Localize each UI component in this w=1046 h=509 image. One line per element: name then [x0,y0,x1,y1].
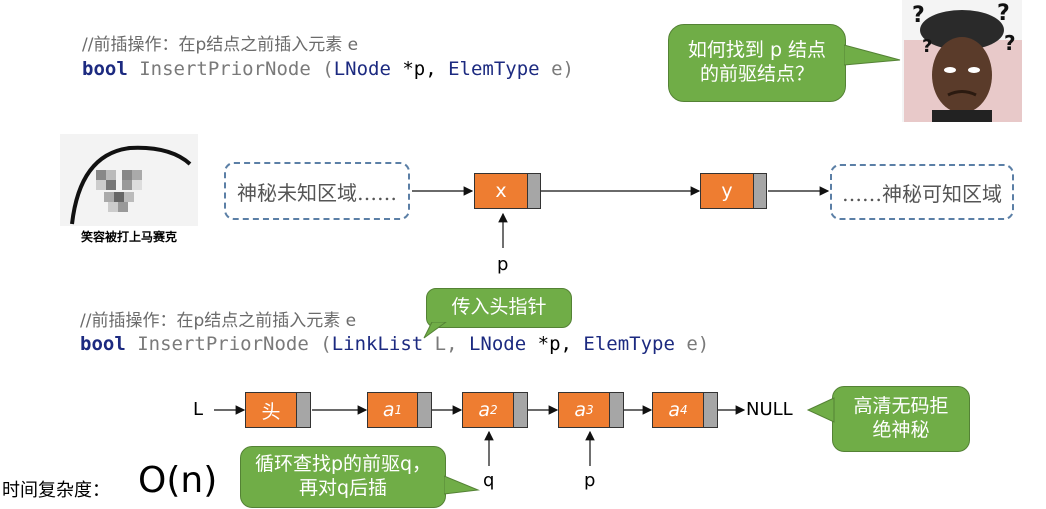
a3-sub: 3 [586,403,594,417]
a2-text: a [478,399,490,421]
bottom-code-line: bool InsertPriorNode (LinkList L, LNode … [80,333,709,355]
type-linklist: LinkList [331,333,424,355]
unknown-region-box: 神秘未知区域…… [224,162,410,220]
label-p: p [584,470,596,491]
bubble-top-tail [844,44,901,66]
confused-face-image: ? ? ? ? [902,0,1022,122]
label-L: L [193,399,204,420]
a1-sub: 1 [394,403,403,417]
unknown-region-label: 神秘未知区域…… [237,180,397,205]
mosaic-smiley-image [60,134,198,226]
bubble-pass-head: 传入头指针 [426,288,572,328]
param-L: L, [423,333,469,355]
bottom-comment: //前插操作：在p结点之前插入元素 e [80,311,357,331]
bubble-how-find-prior: 如何找到 p 结点的前驱结点？ [668,24,846,102]
fn-name: InsertPriorNode [139,58,311,80]
type-elemtype: ElemType [448,58,540,80]
node-y-next [754,173,767,209]
node-a1-next [418,392,432,428]
node-head-data: 头 [245,392,297,428]
bubble-hd-text: 高清无码拒绝神秘 [853,395,949,441]
type-elemtype-2: ElemType [583,333,675,355]
bubble-hd: 高清无码拒绝神秘 [832,386,970,452]
meme-caption: 笑容被打上马赛克 [80,230,177,244]
top-code-line: bool InsertPriorNode (LNode *p, ElemType… [82,58,574,80]
bubble-head-text: 传入头指针 [451,296,547,319]
param-p-2: *p, [526,333,584,355]
fn-name-2: InsertPriorNode [137,333,309,355]
paren-2: ( [308,333,332,355]
kw-bool-2: bool [80,333,126,355]
complexity-label: 时间复杂度： [2,480,110,501]
node-x: x [474,173,541,209]
svg-text:?: ? [922,36,932,57]
svg-text:?: ? [1004,31,1016,55]
known-region-label: ……神秘可知区域 [842,181,1002,206]
bubble-loop-text: 循环查找p的前驱q，再对q后插 [254,453,432,499]
node-a2-next [514,392,528,428]
param-e-2: e) [674,333,710,355]
bubble-head-tail [423,322,447,339]
node-x-data: x [474,173,528,209]
bubble-loop-tail [444,475,480,495]
type-lnode-2: LNode [468,333,527,355]
bubble-loop: 循环查找p的前驱q，再对q后插 [240,446,446,508]
node-a3-next [610,392,624,428]
paren: ( [310,58,334,80]
node-head: 头 [245,392,311,428]
known-region-box: ……神秘可知区域 [830,164,1014,220]
node-x-next [528,173,541,209]
top-comment: //前插操作：在p结点之前插入元素 e [82,35,359,55]
label-null: NULL [746,399,793,420]
param-p: *p, [390,58,449,80]
bubble-top-text: 如何找到 p 结点的前驱结点？ [687,39,827,85]
node-head-next [297,392,311,428]
a1-text: a [382,399,395,421]
a3-text: a [574,399,586,421]
kw-bool: bool [82,58,128,80]
type-lnode: LNode [333,58,391,80]
node-y-data: y [700,173,754,209]
node-a4-next [704,392,718,428]
svg-text:?: ? [997,1,1010,26]
bubble-hd-tail [806,397,835,423]
complexity-value: O(n) [138,460,218,501]
svg-text:?: ? [912,3,925,28]
a4-text: a [668,399,680,421]
pointer-p-label: p [497,254,509,275]
a2-sub: 2 [490,403,498,417]
node-y: y [700,173,767,209]
param-e: e) [539,58,574,80]
a4-sub: 4 [680,403,688,417]
label-q: q [483,470,495,491]
